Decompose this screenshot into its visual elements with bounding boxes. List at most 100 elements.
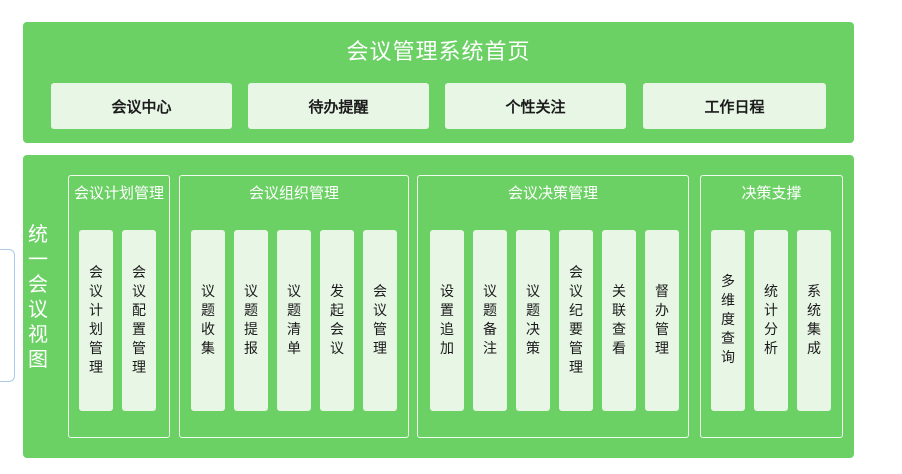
char: 发 — [330, 283, 344, 300]
char: 议 — [330, 340, 344, 357]
char: 计 — [764, 302, 778, 319]
char: 管 — [373, 321, 387, 338]
char: 查 — [721, 331, 735, 347]
char: 会 — [132, 264, 146, 281]
module-tile[interactable]: 议题清单 — [277, 230, 311, 411]
char: 集 — [201, 340, 215, 357]
char: 系 — [807, 283, 821, 300]
module-tile[interactable]: 设置追加 — [430, 230, 464, 411]
char: 题 — [244, 302, 258, 319]
char: 成 — [807, 340, 821, 357]
char: 看 — [612, 340, 626, 357]
char: 关 — [612, 283, 626, 300]
main-panel: 统一会议视图 会议计划管理 会议计划管理 会议配置管理 会议组织管理 议题收集 … — [23, 155, 854, 458]
module-tile[interactable]: 关联查看 — [602, 230, 636, 411]
char: 理 — [569, 359, 583, 376]
char: 置 — [132, 321, 146, 338]
char: 图 — [28, 347, 48, 371]
char: 议 — [244, 283, 258, 300]
char: 理 — [132, 359, 146, 376]
module-tile[interactable]: 会议配置管理 — [122, 230, 156, 411]
char: 加 — [440, 340, 454, 357]
module-tile[interactable]: 议题备注 — [473, 230, 507, 411]
char: 维 — [721, 293, 735, 309]
char: 题 — [201, 302, 215, 319]
char: 办 — [655, 302, 669, 319]
module-tile[interactable]: 统计分析 — [754, 230, 788, 411]
nav-personal-focus[interactable]: 个性关注 — [445, 83, 626, 129]
module-tile[interactable]: 会议计划管理 — [79, 230, 113, 411]
char: 会 — [330, 321, 344, 338]
module-tile[interactable]: 系统集成 — [797, 230, 831, 411]
group-organize: 会议组织管理 议题收集 议题提报 议题清单 发起会议 会议管理 — [179, 175, 409, 438]
group-decision: 会议决策管理 设置追加 议题备注 议题决策 会议纪要管理 关联查看 督办管理 — [417, 175, 689, 438]
char: 析 — [764, 340, 778, 357]
char: 纪 — [569, 302, 583, 319]
char: 划 — [89, 321, 103, 338]
char: 要 — [569, 321, 583, 338]
char: 管 — [89, 340, 103, 357]
char: 管 — [655, 321, 669, 338]
char: 议 — [132, 283, 146, 300]
group-title: 会议组织管理 — [248, 184, 339, 202]
side-frame — [0, 249, 15, 382]
char: 统 — [807, 302, 821, 319]
char: 视 — [28, 322, 48, 346]
char: 单 — [287, 340, 301, 357]
char: 计 — [89, 302, 103, 319]
char: 设 — [440, 283, 454, 300]
side-label: 统一会议视图 — [25, 222, 51, 372]
char: 议 — [526, 283, 540, 300]
char: 追 — [440, 321, 454, 338]
char: 督 — [655, 283, 669, 300]
char: 决 — [526, 321, 540, 338]
char: 理 — [373, 340, 387, 357]
char: 题 — [526, 302, 540, 319]
nav-todo-reminder[interactable]: 待办提醒 — [248, 83, 429, 129]
char: 会 — [89, 264, 103, 281]
char: 议 — [28, 297, 48, 321]
group-plan: 会议计划管理 会议计划管理 会议配置管理 — [68, 175, 170, 438]
char: 统 — [28, 222, 48, 246]
char: 题 — [483, 302, 497, 319]
char: 集 — [807, 321, 821, 338]
char: 提 — [244, 321, 258, 338]
char: 管 — [132, 340, 146, 357]
char: 议 — [483, 283, 497, 300]
char: 备 — [483, 321, 497, 338]
char: 理 — [89, 359, 103, 376]
group-title: 会议计划管理 — [73, 184, 164, 202]
char: 会 — [569, 264, 583, 281]
group-title: 决策支撑 — [741, 184, 802, 202]
module-tile[interactable]: 多维度查询 — [711, 230, 745, 411]
module-tile[interactable]: 会议纪要管理 — [559, 230, 593, 411]
char: 议 — [201, 283, 215, 300]
char: 报 — [244, 340, 258, 357]
module-tile[interactable]: 督办管理 — [645, 230, 679, 411]
page-title: 会议管理系统首页 — [346, 40, 531, 65]
char: 起 — [330, 302, 344, 319]
char: 统 — [764, 283, 778, 300]
module-tile[interactable]: 会议管理 — [363, 230, 397, 411]
char: 议 — [373, 302, 387, 319]
module-tile[interactable]: 议题收集 — [191, 230, 225, 411]
module-tile[interactable]: 议题决策 — [516, 230, 550, 411]
group-title: 会议决策管理 — [507, 184, 598, 202]
char: 策 — [526, 340, 540, 357]
char: 会 — [373, 283, 387, 300]
char: 理 — [655, 340, 669, 357]
char: 分 — [764, 321, 778, 338]
module-tile[interactable]: 发起会议 — [320, 230, 354, 411]
char: 会 — [28, 272, 48, 296]
char: 置 — [440, 302, 454, 319]
header-panel: 会议管理系统首页 会议中心 待办提醒 个性关注 工作日程 — [23, 22, 854, 143]
nav-meeting-center[interactable]: 会议中心 — [51, 83, 232, 129]
group-support: 决策支撑 多维度查询 统计分析 系统集成 — [700, 175, 843, 438]
nav-work-schedule[interactable]: 工作日程 — [643, 83, 826, 129]
char: 联 — [612, 302, 626, 319]
char: 配 — [132, 302, 146, 319]
char: 询 — [721, 350, 735, 366]
char: 度 — [721, 312, 735, 328]
char: 议 — [89, 283, 103, 300]
module-tile[interactable]: 议题提报 — [234, 230, 268, 411]
